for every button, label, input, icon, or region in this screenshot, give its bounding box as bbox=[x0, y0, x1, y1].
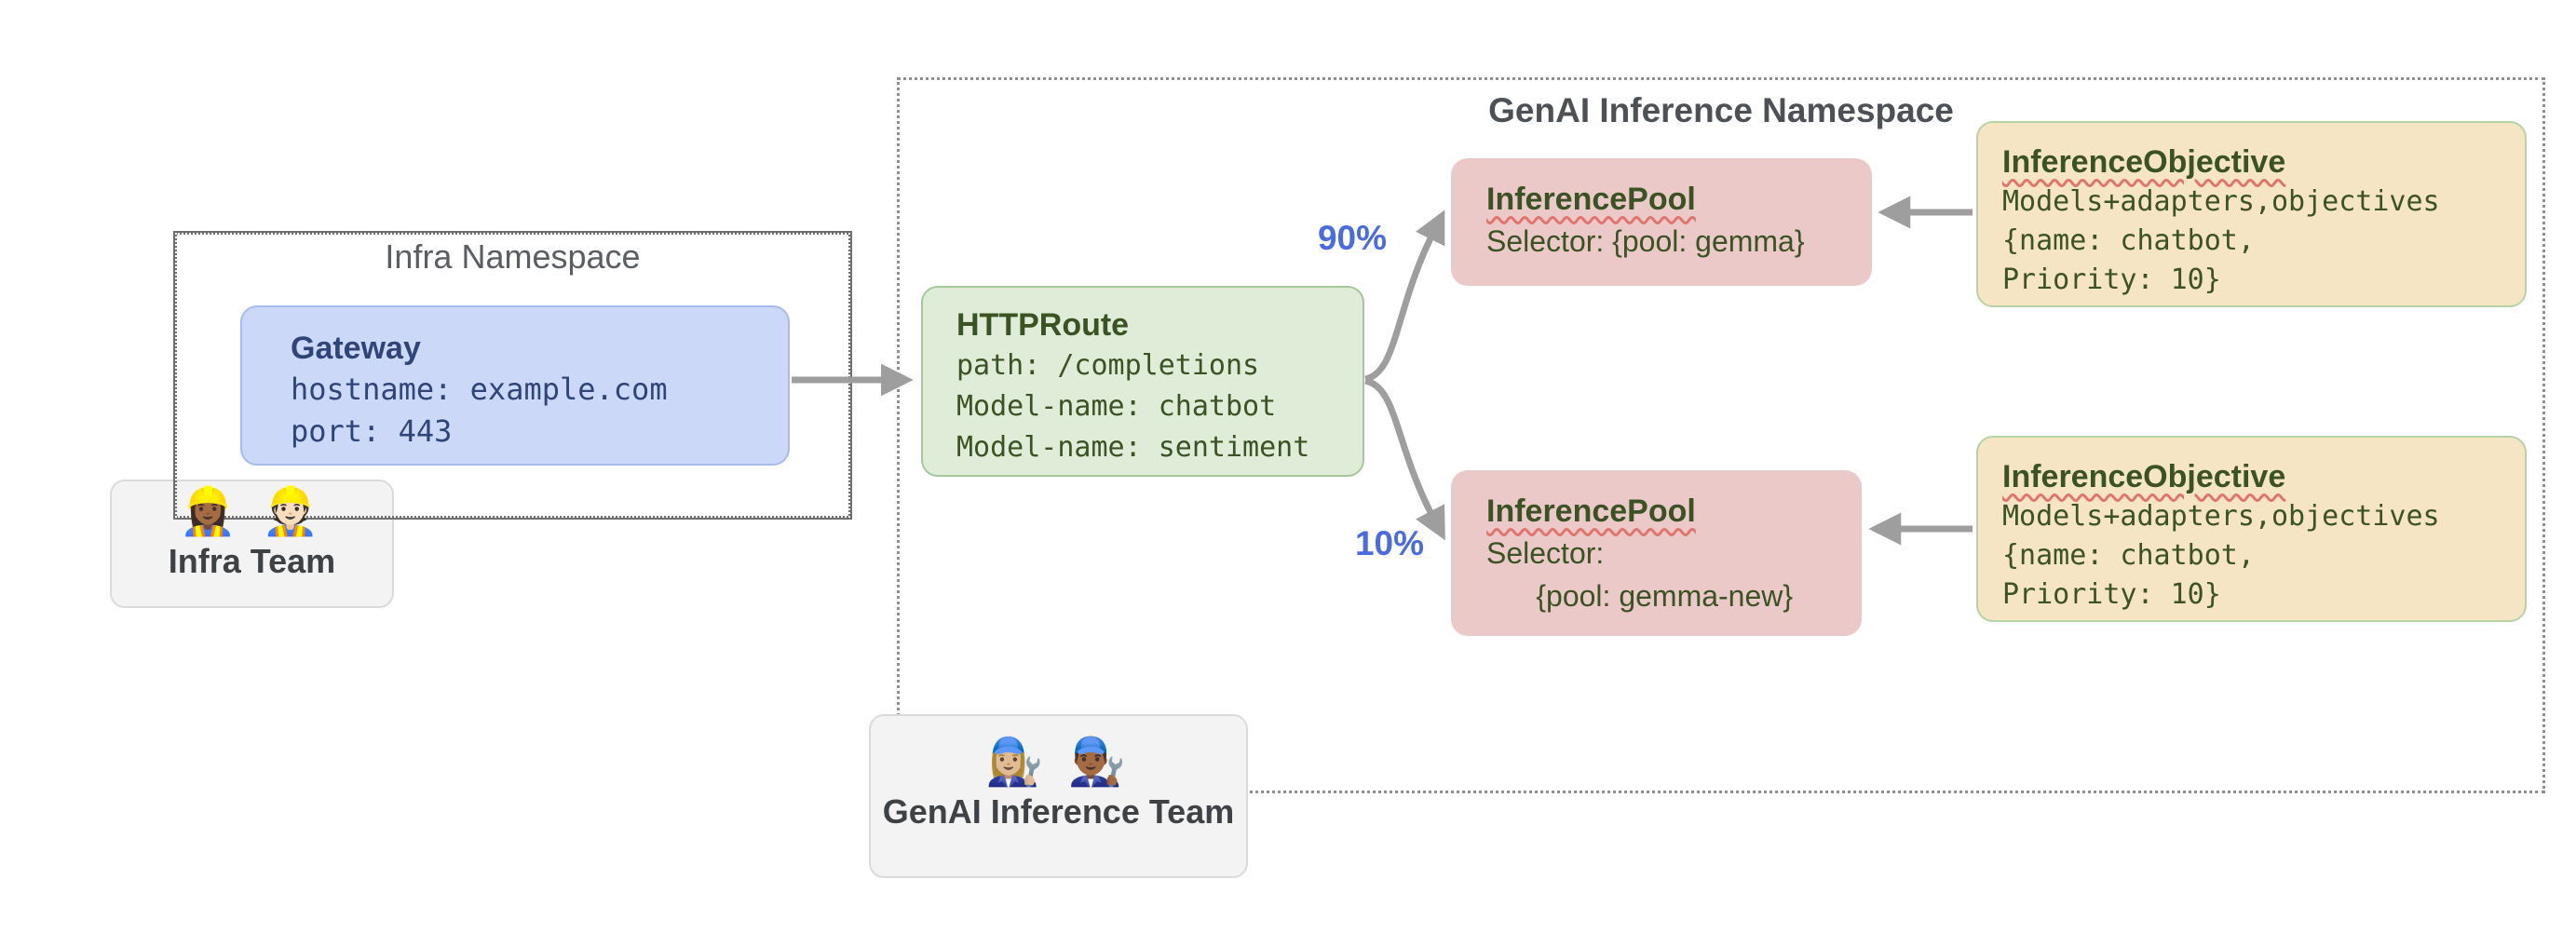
httproute-model-chatbot-line: Model-name: chatbot bbox=[956, 390, 1277, 423]
gateway-port-line: port: 443 bbox=[291, 413, 453, 449]
inferenceobjective-top-priority-line: Priority: 10} bbox=[2002, 264, 2221, 296]
genai-namespace-box bbox=[897, 77, 2545, 793]
genai-team-box: 👩🏼‍🔧 👨🏾‍🔧 GenAI Inference Team bbox=[869, 714, 1248, 878]
inferencepool-gemma-new-title-text: InferencePool bbox=[1486, 494, 1696, 529]
weight-90-label: 90% bbox=[1317, 219, 1388, 257]
infra-namespace-title: Infra Namespace bbox=[385, 237, 641, 276]
inferenceobjective-top-card: InferenceObjective Models+adapters,objec… bbox=[1976, 121, 2527, 307]
httproute-card: HTTPRoute path: /completions Model-name:… bbox=[921, 286, 1364, 477]
inferenceobjective-bottom-card: InferenceObjective Models+adapters,objec… bbox=[1976, 436, 2527, 622]
infra-team-box bbox=[110, 480, 394, 608]
inferenceobjective-bottom-title-text: InferenceObjective bbox=[2002, 459, 2286, 494]
inferenceobjective-top-title-text: InferenceObjective bbox=[2002, 144, 2286, 180]
infra-team-content: 👷🏾‍♀️ 👷🏻 Infra Team bbox=[110, 482, 394, 583]
inferenceobjective-bottom-name-line: {name: chatbot, bbox=[2002, 539, 2255, 572]
httproute-title: HTTPRoute bbox=[956, 307, 1130, 343]
gateway-hostname-line: hostname: example.com bbox=[291, 372, 668, 407]
inferencepool-gemma-new-selector-line: Selector: bbox=[1486, 536, 1605, 570]
inferenceobjective-bottom-models-line: Models+adapters,objectives bbox=[2002, 500, 2440, 533]
inferenceobjective-bottom-priority-line: Priority: 10} bbox=[2002, 578, 2221, 611]
inferencepool-gemma-new-pool-line: {pool: gemma-new} bbox=[1486, 579, 1794, 613]
inferencepool-gemma-title-text: InferencePool bbox=[1486, 182, 1696, 217]
inferencepool-gemma-new-card: InferencePool Selector: {pool: gemma-new… bbox=[1451, 470, 1862, 636]
inferenceobjective-top-name-line: {name: chatbot, bbox=[2002, 224, 2255, 257]
inferencepool-gemma-card: InferencePool Selector: {pool: gemma} bbox=[1451, 158, 1872, 286]
genai-namespace-title: GenAI Inference Namespace bbox=[1488, 91, 1954, 129]
weight-10-label: 10% bbox=[1354, 524, 1425, 562]
httproute-model-sentiment-line: Model-name: sentiment bbox=[956, 431, 1310, 464]
inferenceobjective-top-title: InferenceObjective bbox=[2002, 142, 2525, 183]
gateway-title: Gateway bbox=[291, 331, 421, 366]
httproute-path-line: path: /completions bbox=[956, 349, 1260, 382]
inferenceobjective-top-models-line: Models+adapters,objectives bbox=[2002, 185, 2440, 218]
inferenceobjective-bottom-title: InferenceObjective bbox=[2002, 456, 2525, 497]
mechanic-emoji: 👩🏼‍🔧 👨🏾‍🔧 bbox=[985, 736, 1132, 788]
inferencepool-gemma-title: InferencePool bbox=[1486, 179, 1872, 220]
gateway-card: Gateway hostname: example.com port: 443 bbox=[240, 305, 790, 466]
infra-team-label: Infra Team bbox=[168, 542, 336, 580]
inferencepool-gemma-new-title: InferencePool bbox=[1486, 491, 1862, 532]
construction-worker-emoji: 👷🏾‍♀️ 👷🏻 bbox=[179, 485, 325, 537]
inferencepool-gemma-selector-line: Selector: {pool: gemma} bbox=[1486, 224, 1805, 258]
genai-team-label: GenAI Inference Team bbox=[882, 792, 1235, 831]
